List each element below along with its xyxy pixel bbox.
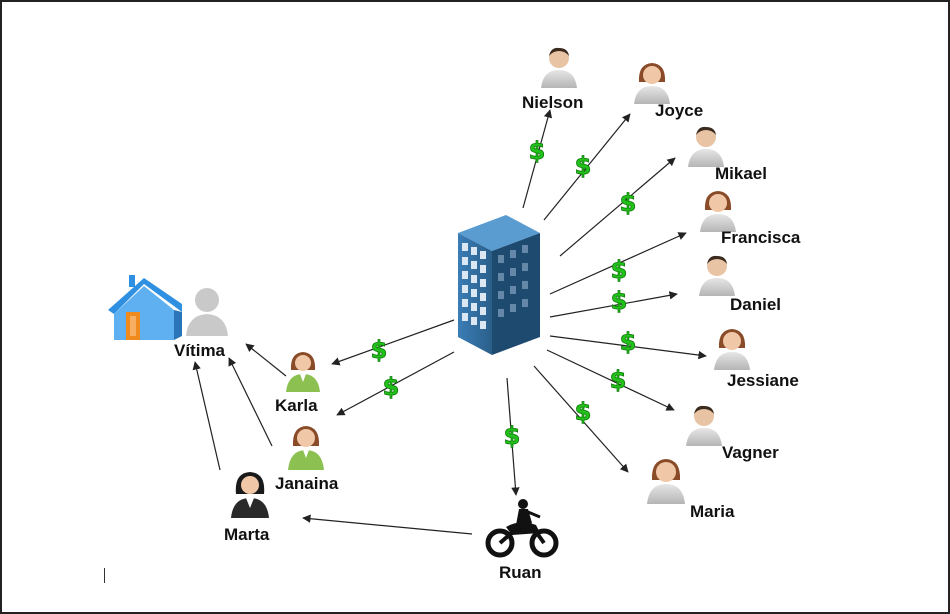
label-vagner: Vagner	[722, 443, 779, 462]
label-mikael: Mikael	[715, 164, 767, 183]
motorcycle-icon	[485, 499, 559, 558]
nielson-person-icon	[541, 47, 577, 88]
vitima-person-icon	[186, 288, 228, 336]
money-icon-nielson: $	[529, 137, 546, 165]
arrow-building-joyce	[543, 113, 631, 221]
label-vitima: Vítima	[174, 341, 226, 360]
money-icon-ruan: $	[504, 422, 521, 450]
arrow-building-francisca	[549, 232, 687, 295]
janaina-person-icon	[288, 426, 324, 470]
arrows	[192, 109, 707, 535]
arrow-building-janaina	[336, 351, 455, 416]
arrow-building-daniel	[549, 291, 678, 318]
money-icon-jessiane: $	[620, 328, 637, 356]
office-building-icon	[458, 215, 540, 355]
label-jessiane: Jessiane	[727, 371, 799, 390]
money-icon-karla: $	[371, 336, 388, 364]
label-marta: Marta	[224, 525, 270, 544]
francisca-person-icon	[700, 191, 736, 232]
arrow-building-ruan	[506, 377, 520, 496]
vagner-person-icon	[686, 405, 722, 446]
arrow-building-nielson	[522, 109, 553, 209]
label-janaina: Janaina	[275, 474, 339, 493]
label-karla: Karla	[275, 396, 318, 415]
label-joyce: Joyce	[655, 101, 703, 120]
arrow-building-mikael	[559, 157, 676, 257]
house-icon	[108, 275, 182, 340]
arrow-marta-vitima	[192, 361, 221, 471]
mikael-person-icon	[688, 126, 724, 167]
label-nielson: Nielson	[522, 93, 583, 112]
money-icon-francisca: $	[611, 256, 628, 284]
jessiane-person-icon	[714, 329, 750, 370]
label-francisca: Francisca	[721, 228, 801, 247]
money-icon-maria: $	[575, 398, 592, 426]
text-cursor	[104, 568, 105, 583]
karla-person-icon	[286, 352, 320, 392]
money-icon-daniel: $	[611, 287, 628, 315]
money-icon-joyce: $	[575, 152, 592, 180]
arrow-building-karla	[331, 319, 455, 366]
daniel-person-icon	[699, 255, 735, 296]
arrow-building-vagner	[546, 349, 675, 411]
money-icon-janaina: $	[383, 373, 400, 401]
arrow-building-maria	[533, 365, 629, 473]
arrow-janaina-vitima	[228, 357, 273, 447]
arrow-karla-vitima	[245, 343, 287, 377]
arrow-ruan-marta	[302, 514, 473, 535]
labels: Vítima Karla Janaina Marta Ruan Nielson …	[174, 93, 801, 582]
money-icon-vagner: $	[610, 366, 627, 394]
label-maria: Maria	[690, 502, 735, 521]
arrow-building-jessiane	[549, 335, 707, 360]
maria-person-icon	[647, 459, 685, 504]
money-symbols: $ $ $ $ $ $ $ $ $ $ $	[370, 137, 637, 451]
money-icon-mikael: $	[620, 189, 637, 217]
label-daniel: Daniel	[730, 295, 781, 314]
joyce-person-icon	[634, 63, 670, 104]
label-ruan: Ruan	[499, 563, 542, 582]
marta-person-icon	[231, 472, 269, 518]
